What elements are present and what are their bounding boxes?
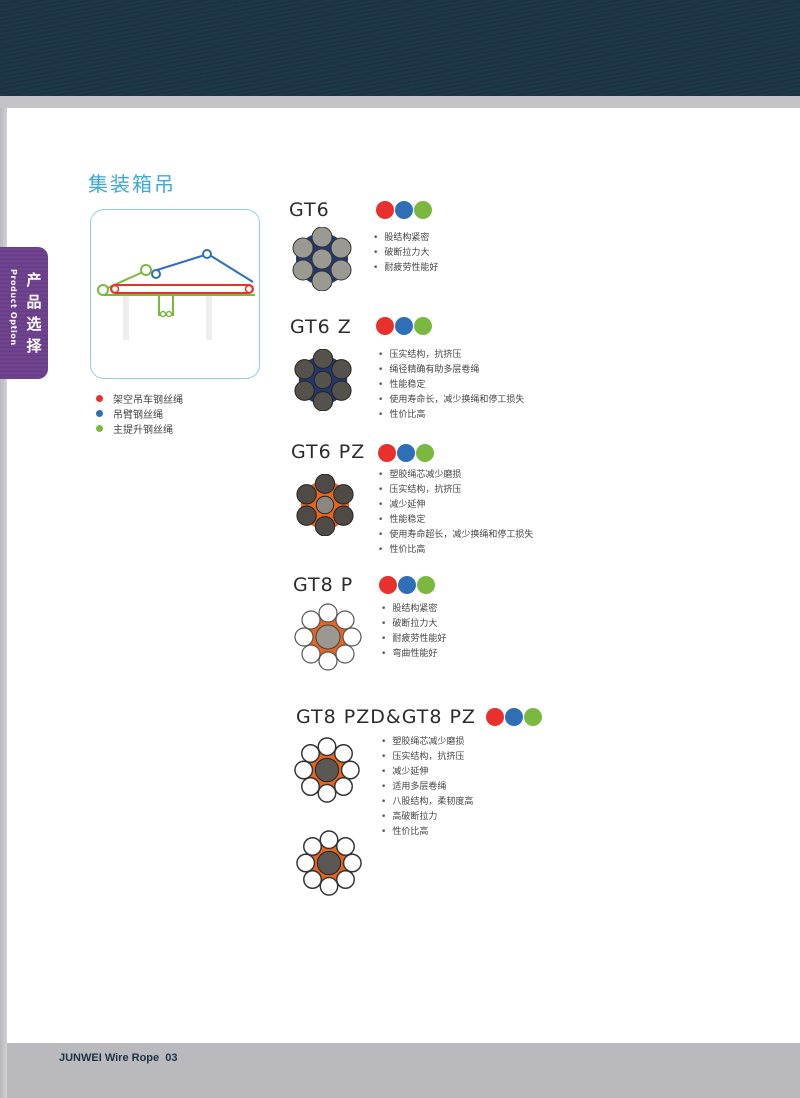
usage-dots: [379, 576, 436, 594]
feature-item: 压实结构，抗挤压: [381, 750, 473, 765]
product-name: GT8 PZD&GT8 PZ: [296, 706, 476, 728]
legend-label: 吊臂钢丝绳: [113, 410, 163, 421]
feature-item: 使用寿命长，减少换绳和停工损失: [378, 393, 524, 408]
feature-item: 破断拉力大: [373, 246, 438, 261]
green-dot-icon: [414, 201, 432, 219]
green-dot-icon: [524, 708, 542, 726]
usage-dots: [376, 317, 433, 335]
blue-dot-icon: [395, 317, 413, 335]
feature-item: 性价比高: [378, 543, 533, 558]
usage-dots: [486, 708, 543, 726]
usage-dots: [378, 444, 435, 462]
feature-item: 性能稳定: [378, 378, 524, 393]
green-dot-icon: [96, 425, 103, 432]
rope-cross-section-icon: [294, 737, 360, 803]
side-tab-label-en: Product Option: [9, 269, 18, 346]
feature-item: 弯曲性能好: [381, 647, 446, 662]
red-dot-icon: [486, 708, 504, 726]
rope-cross-section-icon: [296, 830, 362, 896]
legend-item-boom-rope: 吊臂钢丝绳: [96, 406, 183, 421]
usage-dots: [376, 201, 433, 219]
page-binding-edge: [0, 108, 7, 1098]
container-crane-diagram: [90, 209, 260, 379]
green-dot-icon: [417, 576, 435, 594]
red-dot-icon: [376, 201, 394, 219]
side-tab-product-option[interactable]: Product Option 产品选择: [0, 247, 48, 379]
feature-item: 耐疲劳性能好: [373, 261, 438, 276]
feature-item: 破断拉力大: [381, 617, 446, 632]
footer-stripe: [7, 1043, 800, 1098]
feature-item: 压实结构，抗挤压: [378, 483, 533, 498]
legend-label: 主提升钢丝绳: [113, 425, 173, 436]
feature-list: 股结构紧密 破断拉力大 耐疲劳性能好: [373, 231, 438, 276]
feature-item: 减少延伸: [381, 765, 473, 780]
rope-cross-section-icon: [292, 227, 352, 291]
feature-item: 性价比高: [381, 825, 473, 840]
feature-item: 性能稳定: [378, 513, 533, 528]
feature-list: 压实结构，抗挤压 绳径精确有助多层卷绳 性能稳定 使用寿命长，减少换绳和停工损失…: [378, 348, 524, 423]
feature-item: 塑胶绳芯减少磨损: [378, 468, 533, 483]
feature-item: 绳径精确有助多层卷绳: [378, 363, 524, 378]
feature-item: 塑胶绳芯减少磨损: [381, 735, 473, 750]
feature-list: 塑胶绳芯减少磨损 压实结构，抗挤压 减少延伸 适用多层卷绳 八股结构，柔韧度高 …: [381, 735, 473, 840]
feature-item: 耐疲劳性能好: [381, 632, 446, 647]
green-dot-icon: [414, 317, 432, 335]
blue-dot-icon: [505, 708, 523, 726]
blue-dot-icon: [96, 410, 103, 417]
red-dot-icon: [378, 444, 396, 462]
red-dot-icon: [379, 576, 397, 594]
side-tab-label-cn: 产品选择: [26, 271, 42, 355]
feature-item: 股结构紧密: [373, 231, 438, 246]
feature-list: 股结构紧密 破断拉力大 耐疲劳性能好 弯曲性能好: [381, 602, 446, 662]
footer-brand: JUNWEI Wire Rope: [59, 1052, 160, 1064]
red-dot-icon: [96, 395, 103, 402]
feature-item: 八股结构，柔韧度高: [381, 795, 473, 810]
feature-item: 减少延伸: [378, 498, 533, 513]
feature-item: 高破断拉力: [381, 810, 473, 825]
page-number: 03: [165, 1052, 178, 1064]
green-dot-icon: [416, 444, 434, 462]
red-dot-icon: [376, 317, 394, 335]
feature-list: 塑胶绳芯减少磨损 压实结构，抗挤压 减少延伸 性能稳定 使用寿命超长，减少换绳和…: [378, 468, 533, 558]
top-banner: [0, 0, 800, 96]
product-name: GT8 P: [293, 574, 354, 596]
rope-legend: 架空吊车钢丝绳 吊臂钢丝绳 主提升钢丝绳: [96, 391, 183, 436]
product-name: GT6: [289, 199, 330, 221]
feature-item: 性价比高: [378, 408, 524, 423]
blue-dot-icon: [395, 201, 413, 219]
feature-item: 使用寿命超长，减少换绳和停工损失: [378, 528, 533, 543]
rope-cross-section-icon: [294, 603, 362, 671]
feature-item: 压实结构，抗挤压: [378, 348, 524, 363]
legend-label: 架空吊车钢丝绳: [113, 395, 183, 406]
feature-item: 适用多层卷绳: [381, 780, 473, 795]
legend-item-hoist-rope: 主提升钢丝绳: [96, 421, 183, 436]
section-title: 集装箱吊: [88, 172, 176, 196]
blue-dot-icon: [397, 444, 415, 462]
product-name: GT6 Z: [290, 316, 352, 338]
rope-cross-section-icon: [294, 349, 352, 411]
rope-cross-section-icon: [296, 474, 354, 536]
crane-rope-diagram-icon: [97, 249, 255, 340]
footer: JUNWEI Wire Rope 03: [59, 1052, 178, 1064]
blue-dot-icon: [398, 576, 416, 594]
top-stripe: [0, 96, 800, 108]
feature-item: 股结构紧密: [381, 602, 446, 617]
product-name: GT6 PZ: [291, 441, 366, 463]
legend-item-trolley-rope: 架空吊车钢丝绳: [96, 391, 183, 406]
